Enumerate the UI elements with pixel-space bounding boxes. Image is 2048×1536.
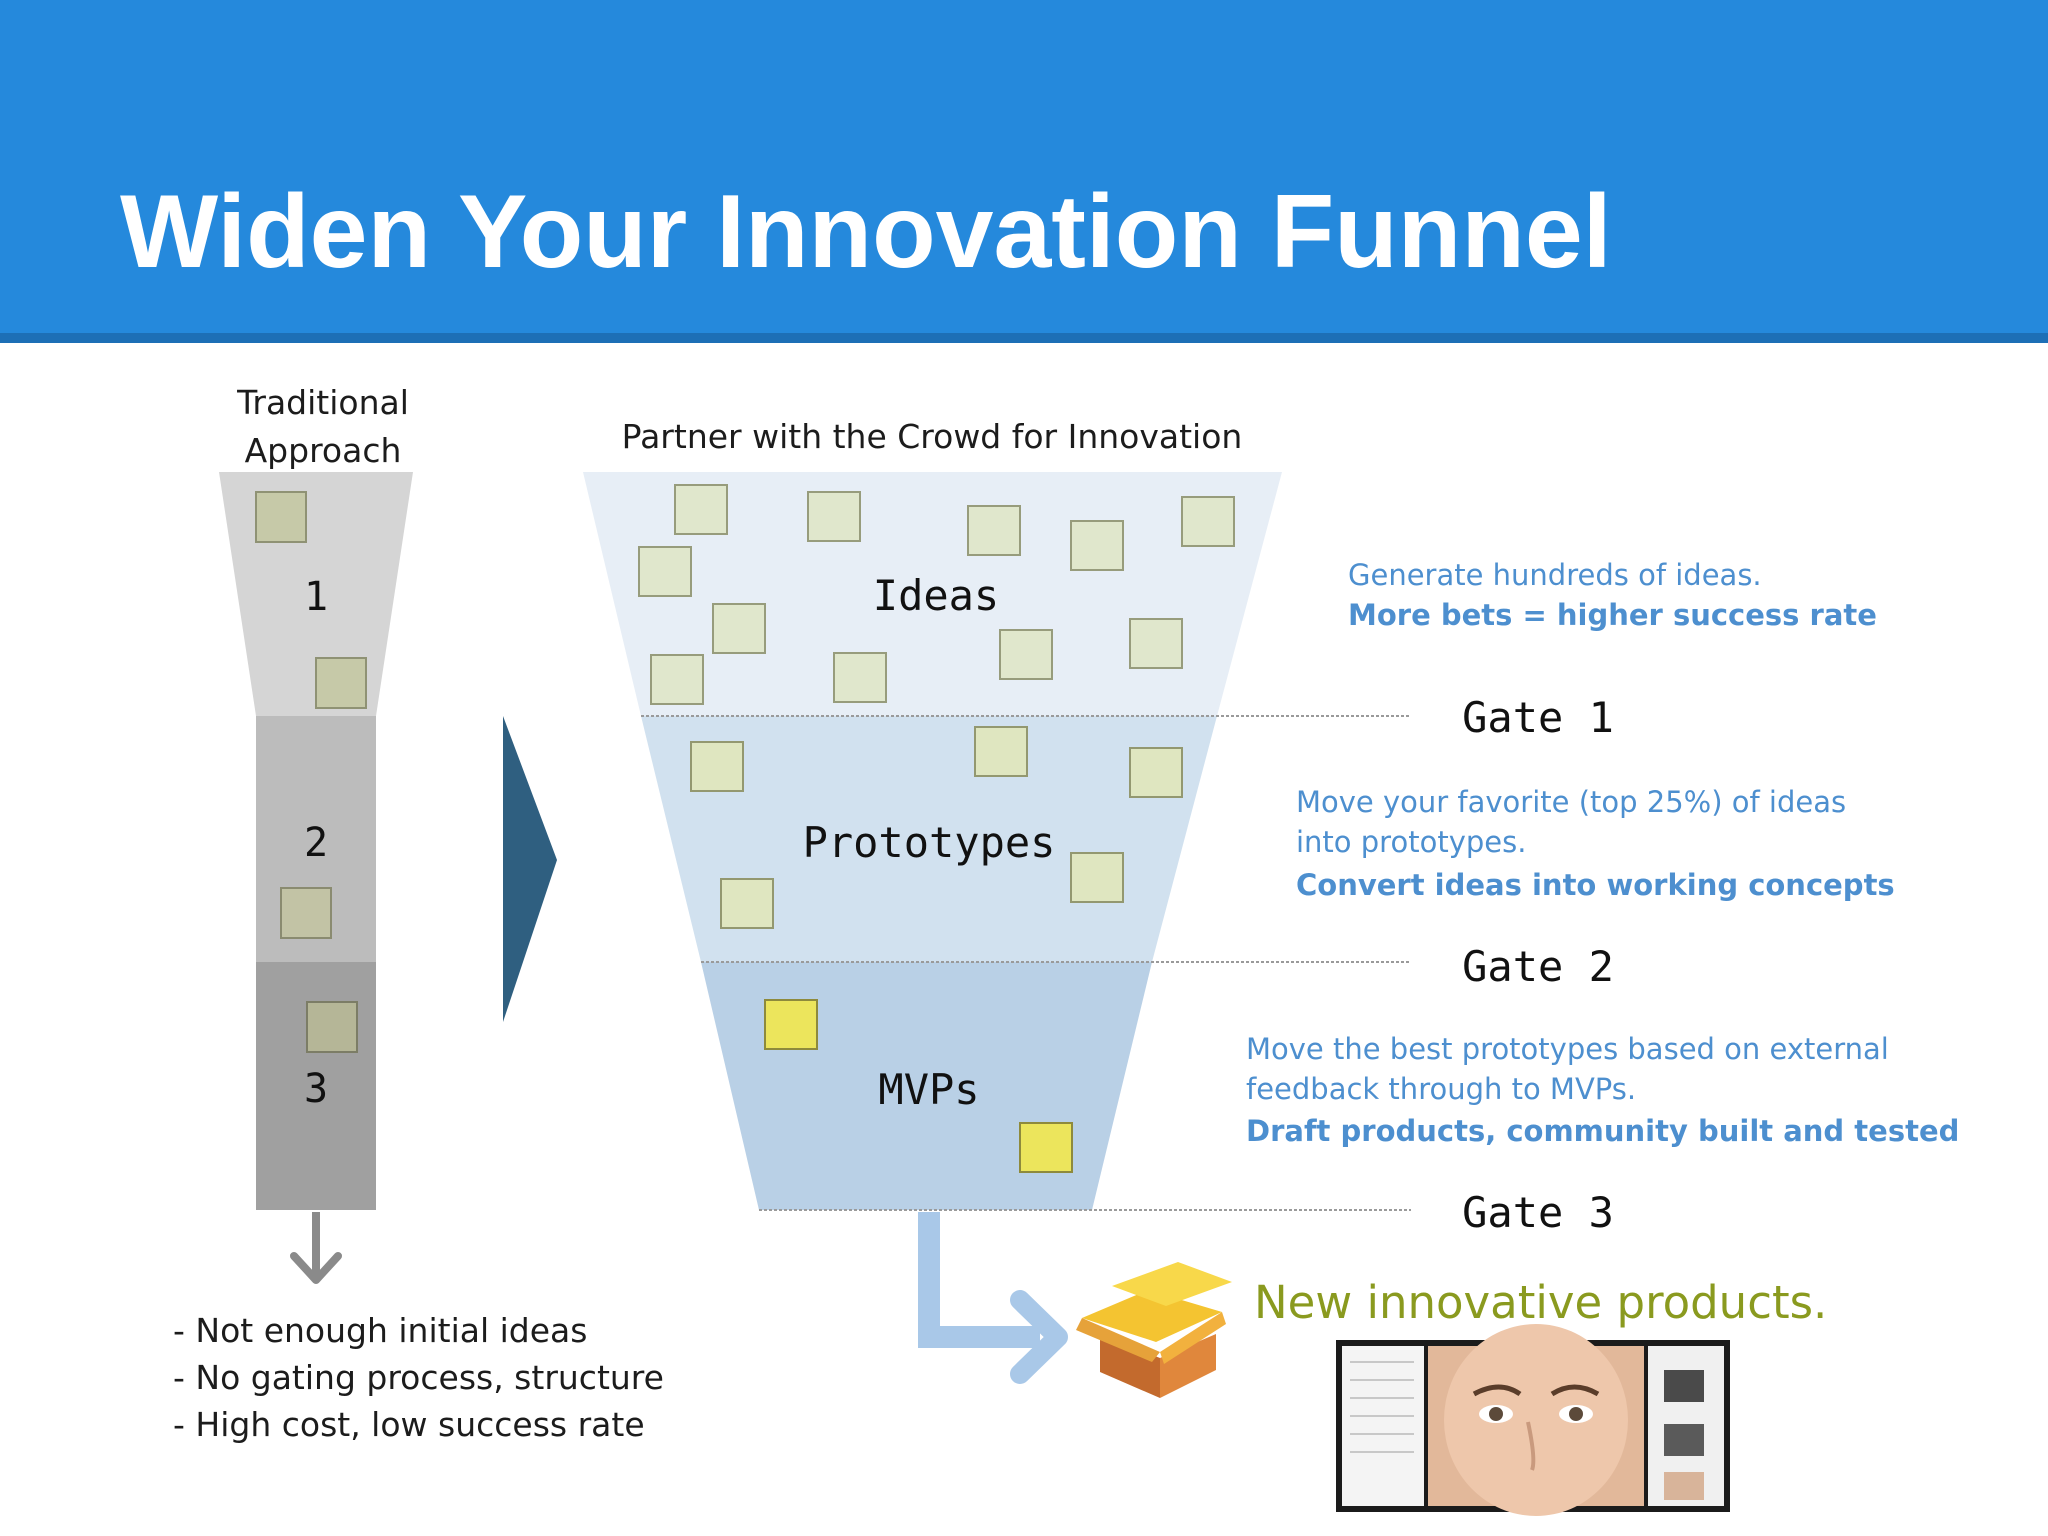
chevron-right-icon	[503, 716, 557, 1022]
ideas-note-line1: Generate hundreds of ideas.	[1348, 558, 1762, 592]
stage-label-mvps: MVPs	[878, 1065, 979, 1114]
prototype-note	[1129, 747, 1183, 798]
traditional-stage-3-label: 3	[304, 1066, 328, 1112]
idea-note	[967, 505, 1021, 556]
mvps-note-line1: Move the best prototypes based on extern…	[1246, 1032, 1889, 1066]
traditional-stage-2-label: 2	[304, 820, 328, 866]
ideas-note-line2: More bets = higher success rate	[1348, 598, 1877, 632]
idea-note	[650, 654, 704, 705]
product-box-icon	[1076, 1262, 1232, 1398]
prototypes-note-line1: Move your favorite (top 25%) of ideas	[1296, 785, 1846, 819]
traditional-heading-line1: Traditional	[236, 383, 409, 422]
traditional-idea-note	[280, 887, 332, 939]
traditional-stage-1-label: 1	[304, 574, 328, 620]
prototype-note	[974, 726, 1028, 777]
prototype-note	[1070, 852, 1124, 903]
traditional-drawback: - High cost, low success rate	[173, 1405, 645, 1444]
prototypes-note-line2: into prototypes.	[1296, 825, 1526, 859]
idea-note	[833, 652, 887, 703]
mvps-note-line3: Draft products, community built and test…	[1246, 1114, 1959, 1148]
idea-note	[1129, 618, 1183, 669]
mvp-note	[764, 999, 818, 1050]
prototypes-note-line3: Convert ideas into working concepts	[1296, 868, 1895, 902]
product-screenshot	[1336, 1324, 1730, 1516]
stage-label-prototypes: Prototypes	[803, 818, 1056, 867]
traditional-idea-note	[306, 1001, 358, 1053]
corner-arrow-icon	[918, 1212, 1068, 1384]
traditional-idea-note	[255, 491, 307, 543]
outcome-text: New innovative products.	[1254, 1276, 1827, 1329]
traditional-drawback: - No gating process, structure	[173, 1358, 664, 1397]
gate-1-label: Gate 1	[1462, 693, 1614, 742]
idea-note	[999, 629, 1053, 680]
traditional-heading-line2: Approach	[245, 431, 402, 470]
gate-2-label: Gate 2	[1462, 942, 1614, 991]
idea-note	[1070, 520, 1124, 571]
mvps-note-line2: feedback through to MVPs.	[1246, 1072, 1636, 1106]
idea-note	[807, 491, 861, 542]
idea-note	[674, 484, 728, 535]
crowd-heading: Partner with the Crowd for Innovation	[622, 417, 1243, 456]
prototype-note	[690, 741, 744, 792]
down-arrow-icon	[290, 1212, 342, 1284]
title-banner	[0, 0, 2048, 333]
stage-label-ideas: Ideas	[873, 571, 999, 620]
traditional-drawback: - Not enough initial ideas	[173, 1311, 587, 1350]
title-banner-rule	[0, 333, 2048, 343]
idea-note	[638, 546, 692, 597]
idea-note	[712, 603, 766, 654]
mvp-note	[1019, 1122, 1073, 1173]
slide-title: Widen Your Innovation Funnel	[120, 174, 1612, 290]
idea-note	[1181, 496, 1235, 547]
gate-3-label: Gate 3	[1462, 1188, 1614, 1237]
prototype-note	[720, 878, 774, 929]
traditional-idea-note	[315, 657, 367, 709]
